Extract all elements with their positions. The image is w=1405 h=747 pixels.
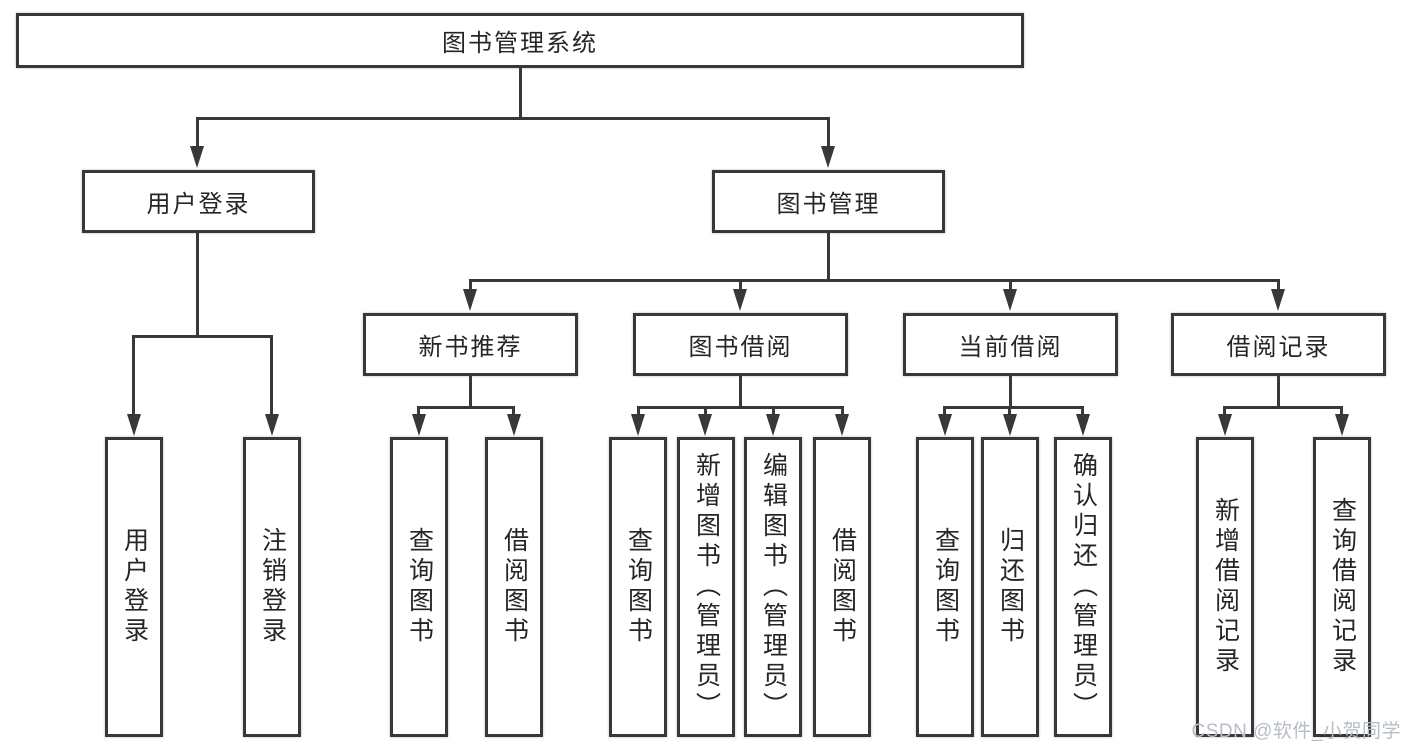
- connector-line: [772, 406, 775, 416]
- node-book-borrow: 图书借阅: [633, 313, 848, 376]
- connector-line: [704, 406, 707, 416]
- leaf-label: 借阅图书: [500, 527, 529, 647]
- leaf-label: 编辑图书（管理员）: [759, 452, 788, 722]
- connector-stub: [1009, 376, 1012, 408]
- leaf-label: 查询图书: [931, 527, 960, 647]
- arrowhead-down-icon: [412, 414, 426, 436]
- leaf-add-borrow-record: 新增借阅记录: [1196, 437, 1254, 737]
- node-new-book-recommend: 新书推荐: [363, 313, 578, 376]
- connector-user-login-stub: [196, 233, 199, 337]
- leaf-label: 注销登录: [258, 527, 287, 647]
- connector-book-management-stub: [827, 233, 830, 281]
- connector-line: [270, 335, 273, 414]
- connector-line: [943, 406, 946, 416]
- connector-line: [827, 117, 830, 148]
- connector-line: [637, 406, 640, 416]
- connector-stub: [1277, 376, 1280, 408]
- leaf-borrow-books: 借阅图书: [813, 437, 871, 737]
- connector-line: [1340, 406, 1343, 416]
- node-user-login: 用户登录: [82, 170, 315, 233]
- connector-splitter: [637, 406, 844, 409]
- arrowhead-down-icon: [733, 289, 747, 311]
- leaf-query-books-recommend: 查询图书: [390, 437, 448, 737]
- leaf-label: 确认归还（管理员）: [1069, 452, 1098, 722]
- leaf-confirm-return-admin: 确认归还（管理员）: [1054, 437, 1112, 737]
- connector-line: [1009, 279, 1012, 291]
- arrowhead-down-icon: [1271, 289, 1285, 311]
- connector-line: [1081, 406, 1084, 416]
- connector-stub: [469, 376, 472, 408]
- connector-splitter: [417, 406, 515, 409]
- node-library-management-system: 图书管理系统: [16, 13, 1024, 68]
- csdn-watermark: CSDN @软件_小贺同学: [1191, 721, 1401, 742]
- leaf-label: 新增借阅记录: [1211, 497, 1240, 677]
- leaf-return-books: 归还图书: [981, 437, 1039, 737]
- connector-line: [132, 335, 135, 414]
- leaf-query-books-current: 查询图书: [916, 437, 974, 737]
- connector-line: [512, 406, 515, 416]
- connector-line: [196, 117, 199, 148]
- node-borrow-records: 借阅记录: [1171, 313, 1386, 376]
- connector-book-management-splitter: [469, 279, 1280, 282]
- arrowhead-down-icon: [265, 414, 279, 436]
- connector-line: [739, 279, 742, 291]
- arrowhead-down-icon: [190, 146, 204, 168]
- arrowhead-down-icon: [631, 414, 645, 436]
- arrowhead-down-icon: [507, 414, 521, 436]
- arrowhead-down-icon: [463, 289, 477, 311]
- connector-root-splitter: [196, 117, 830, 120]
- leaf-query-books-borrow: 查询图书: [609, 437, 667, 737]
- leaf-label: 查询借阅记录: [1328, 497, 1357, 677]
- connector-splitter: [943, 406, 1084, 409]
- leaf-label: 归还图书: [996, 527, 1025, 647]
- leaf-add-books-admin: 新增图书（管理员）: [677, 437, 735, 737]
- leaf-borrow-books-recommend: 借阅图书: [485, 437, 543, 737]
- arrowhead-down-icon: [127, 414, 141, 436]
- leaf-label: 查询图书: [405, 527, 434, 647]
- arrowhead-down-icon: [1335, 414, 1349, 436]
- connector-line: [1008, 406, 1011, 416]
- leaf-label: 用户登录: [120, 527, 149, 647]
- arrowhead-down-icon: [766, 414, 780, 436]
- connector-splitter: [1223, 406, 1343, 409]
- arrowhead-down-icon: [1003, 414, 1017, 436]
- arrowhead-down-icon: [1076, 414, 1090, 436]
- leaf-query-borrow-record: 查询借阅记录: [1313, 437, 1371, 737]
- connector-line: [469, 279, 472, 291]
- arrowhead-down-icon: [835, 414, 849, 436]
- connector-line: [1223, 406, 1226, 416]
- arrowhead-down-icon: [1218, 414, 1232, 436]
- leaf-label: 查询图书: [624, 527, 653, 647]
- arrowhead-down-icon: [938, 414, 952, 436]
- connector-user-login-splitter: [132, 335, 273, 338]
- arrowhead-down-icon: [1003, 289, 1017, 311]
- node-book-management: 图书管理: [712, 170, 945, 233]
- leaf-label: 借阅图书: [828, 527, 857, 647]
- connector-line: [841, 406, 844, 416]
- connector-stub: [739, 376, 742, 408]
- arrowhead-down-icon: [821, 146, 835, 168]
- leaf-label: 新增图书（管理员）: [692, 452, 721, 722]
- leaf-logout: 注销登录: [243, 437, 301, 737]
- arrowhead-down-icon: [698, 414, 712, 436]
- connector-root-stub: [519, 68, 522, 120]
- leaf-user-login: 用户登录: [105, 437, 163, 737]
- node-current-borrow: 当前借阅: [903, 313, 1118, 376]
- connector-line: [1277, 279, 1280, 291]
- connector-line: [417, 406, 420, 416]
- leaf-edit-books-admin: 编辑图书（管理员）: [744, 437, 802, 737]
